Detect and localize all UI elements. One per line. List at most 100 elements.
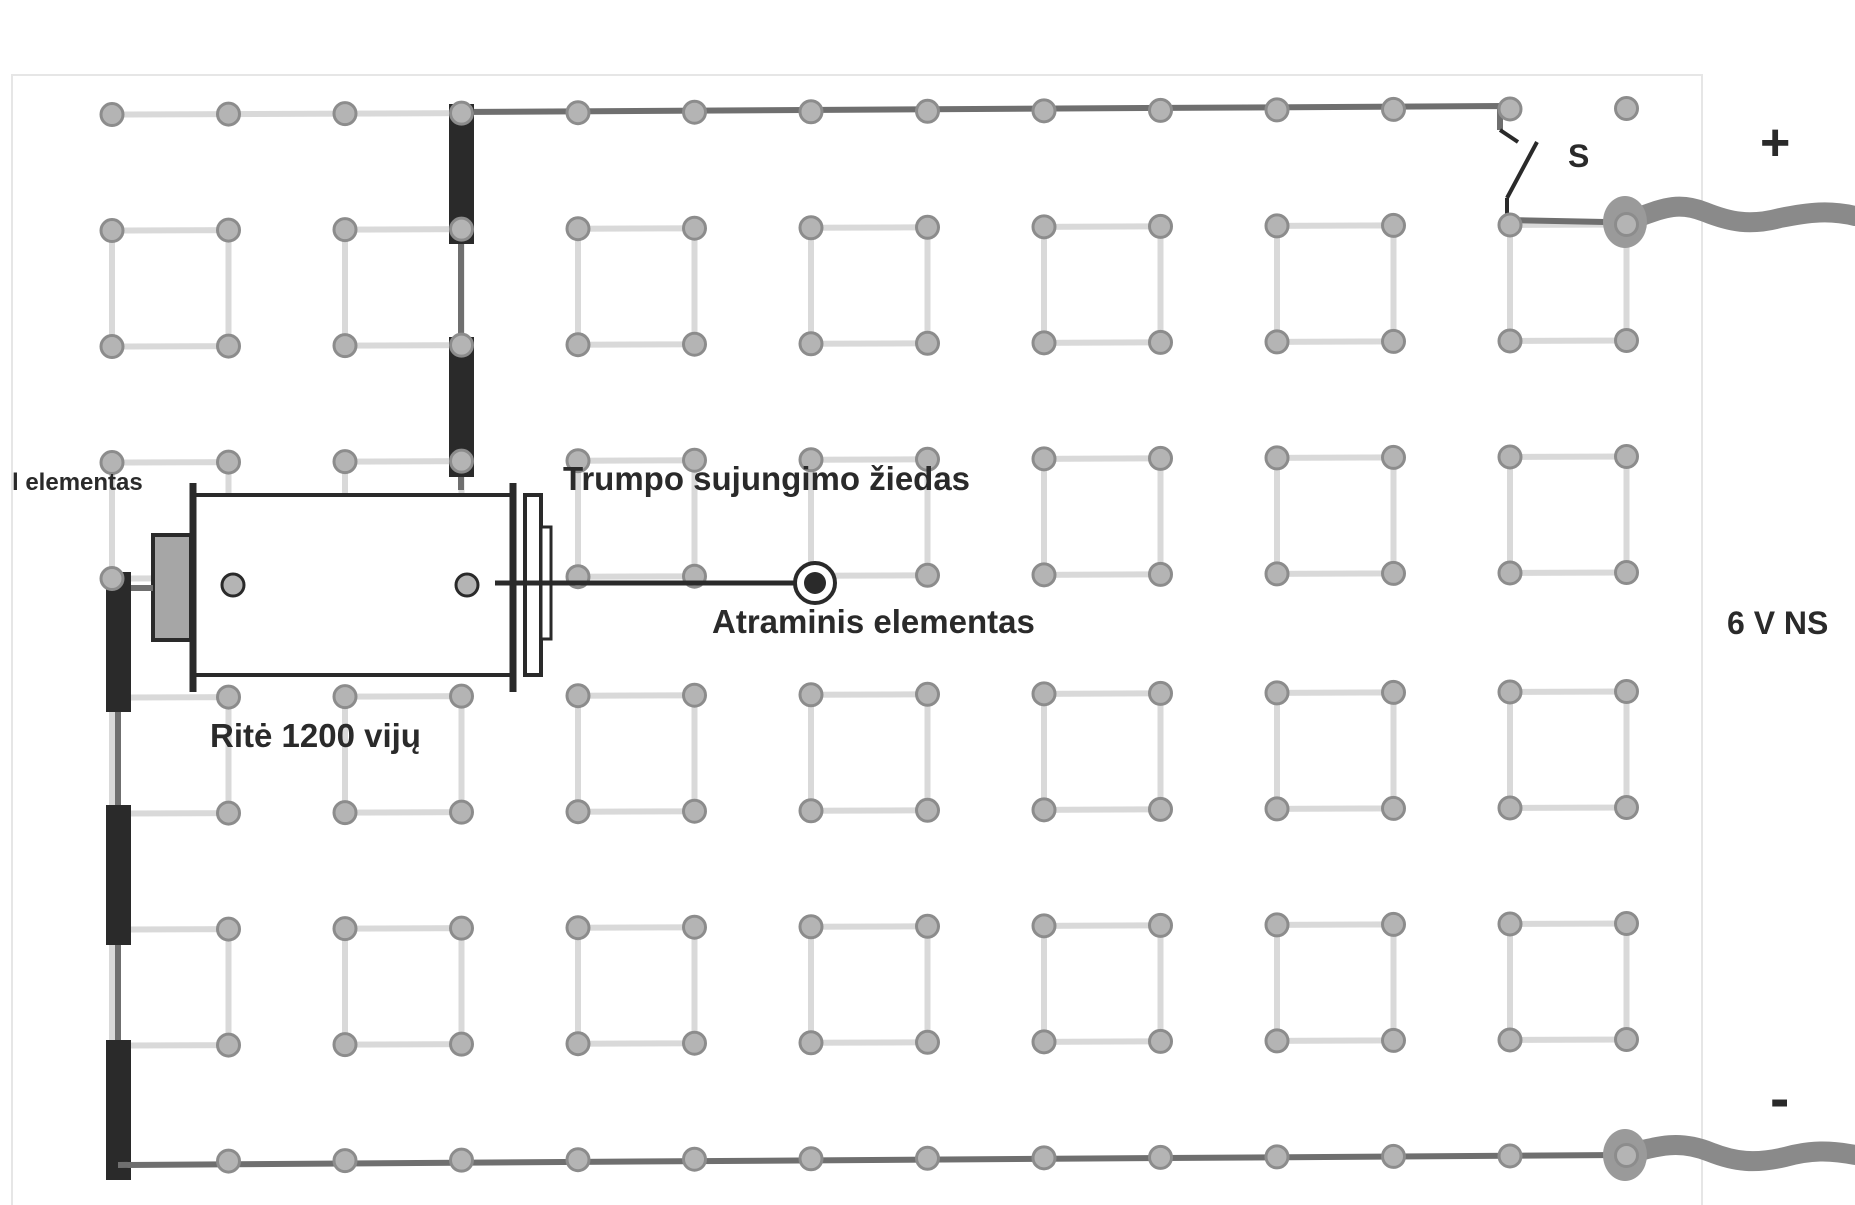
grid-node — [915, 330, 940, 356]
grid-node — [1614, 559, 1639, 585]
grid-node — [1614, 95, 1639, 121]
grid-node — [1264, 912, 1290, 938]
grid-node — [99, 334, 125, 360]
grid-node — [1264, 1144, 1290, 1170]
grid-node — [449, 1031, 474, 1057]
left-bar-1 — [106, 572, 131, 712]
switch-label: S — [1568, 138, 1589, 174]
grid-node — [99, 218, 125, 244]
grid-node — [915, 913, 940, 939]
supply-label: 6 V NS — [1727, 605, 1828, 641]
grid-node — [1381, 328, 1406, 354]
grid-node — [798, 331, 824, 357]
element-left-label: l elementas — [12, 469, 143, 496]
grid-node — [565, 100, 591, 126]
grid-node — [565, 915, 591, 941]
grid-node — [682, 331, 707, 357]
grid-node — [216, 101, 241, 127]
ring-label: Trumpo sujungimo žiedas — [563, 460, 970, 497]
grid-node — [798, 215, 824, 241]
grid-node — [1031, 1145, 1057, 1171]
grid-node — [449, 216, 474, 242]
grid-nodes — [99, 95, 1639, 1174]
grid-node — [1497, 911, 1523, 937]
grid-node — [915, 681, 940, 707]
grid-node — [1381, 560, 1406, 586]
coil-label: Ritė 1200 vijų — [210, 717, 421, 754]
grid-node — [915, 446, 940, 472]
grid-node — [216, 1148, 241, 1174]
grid-node — [565, 683, 591, 709]
grid-node — [332, 684, 358, 710]
grid-node — [1031, 562, 1057, 588]
grid-node — [332, 333, 358, 359]
plus-cable — [1615, 196, 1855, 233]
grid-node — [1614, 678, 1639, 704]
grid-node — [1497, 795, 1523, 821]
grid-node — [99, 102, 125, 128]
grid-node — [449, 100, 474, 126]
grid-node — [1381, 212, 1406, 238]
grid-node — [682, 914, 707, 940]
grid-node — [332, 101, 358, 127]
grid-node — [1031, 681, 1057, 707]
grid-node — [1031, 797, 1057, 823]
grid-node — [1148, 1028, 1173, 1054]
left-bar-3 — [106, 1040, 131, 1180]
grid-node — [216, 217, 241, 243]
grid-node — [1264, 329, 1290, 355]
grid-node — [565, 448, 591, 474]
coil-1200-turns — [189, 483, 517, 692]
grid-node — [332, 800, 358, 826]
grid-node — [1264, 213, 1290, 239]
bottom-wire — [117, 1152, 1621, 1168]
grid-node — [915, 797, 940, 823]
grid-node — [798, 1030, 824, 1056]
grid-node — [216, 916, 241, 942]
grid-node — [1381, 1143, 1406, 1169]
grid-node — [1381, 679, 1406, 705]
grid-node — [1148, 1144, 1173, 1170]
grid-node — [449, 332, 474, 358]
grid-node — [1148, 97, 1173, 123]
grid-node — [1148, 912, 1173, 938]
grid-node — [99, 566, 125, 592]
grid-node — [332, 449, 358, 475]
grid-node — [449, 799, 474, 825]
grid-node — [1031, 913, 1057, 939]
grid-node — [1614, 443, 1639, 469]
grid-node — [682, 215, 707, 241]
grid-node — [682, 1146, 707, 1172]
grid-node — [449, 448, 474, 474]
grid-node — [1614, 1142, 1639, 1168]
grid-node — [1497, 679, 1523, 705]
grid-node — [332, 916, 358, 942]
grid-node — [99, 450, 125, 476]
grid-node — [1031, 1029, 1057, 1055]
grid-node — [1148, 329, 1173, 355]
support-label: Atraminis elementas — [712, 603, 1035, 640]
grid-node — [216, 449, 241, 475]
grid-node — [449, 683, 474, 709]
plus-label: + — [1760, 114, 1790, 172]
grid-node — [1264, 97, 1290, 123]
grid-node — [1031, 330, 1057, 356]
grid-node — [1614, 211, 1639, 237]
grid-node — [449, 1147, 474, 1173]
grid-node — [565, 799, 591, 825]
grid-node — [1148, 796, 1173, 822]
grid-node — [1264, 1028, 1290, 1054]
grid-node — [1614, 1026, 1639, 1052]
grid-node — [1264, 796, 1290, 822]
grid-node — [1497, 328, 1523, 354]
grid-node — [332, 1032, 358, 1058]
grid-node — [1497, 212, 1523, 238]
grid-node — [332, 217, 358, 243]
support-element[interactable] — [793, 561, 837, 605]
grid-node — [1381, 1027, 1406, 1053]
grid-node — [1497, 1143, 1523, 1169]
grid-node — [216, 333, 241, 359]
grid-node — [216, 1032, 241, 1058]
grid-node — [1381, 444, 1406, 470]
